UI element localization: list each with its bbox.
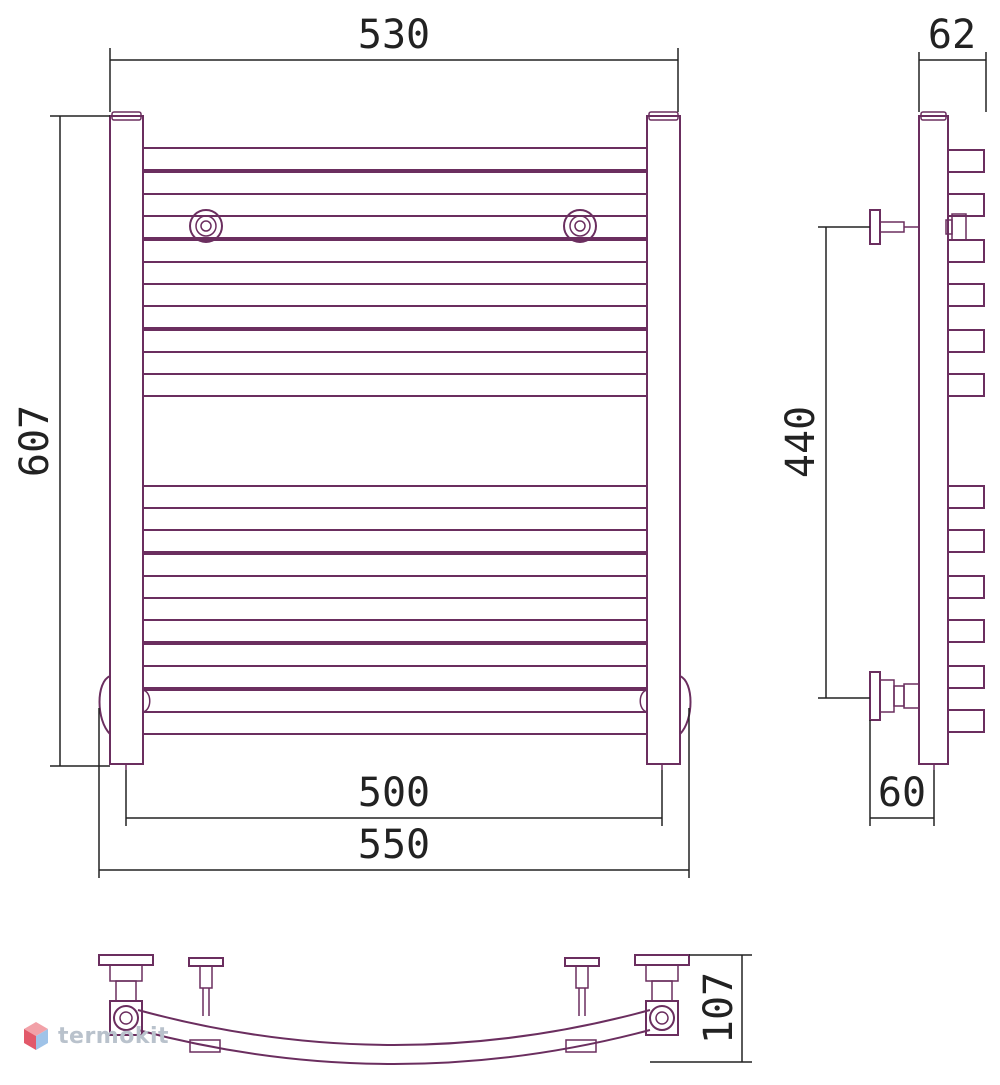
top-bracket-right xyxy=(564,957,600,1053)
side-rung-end-8 xyxy=(947,529,985,553)
rung-1 xyxy=(142,147,648,171)
top-curved-body xyxy=(137,1009,651,1046)
rung-4 xyxy=(142,215,648,239)
dim-62-label: 62 xyxy=(928,12,976,58)
rung-15 xyxy=(142,553,648,577)
rung-18 xyxy=(142,619,648,643)
rung-13 xyxy=(142,507,648,531)
side-collector xyxy=(918,115,949,765)
top-fitting-right xyxy=(634,954,690,1036)
side-rung-end-3 xyxy=(947,239,985,263)
rung-20 xyxy=(142,665,648,689)
rung-7 xyxy=(142,283,648,307)
rung-2 xyxy=(142,171,648,195)
rung-17 xyxy=(142,597,648,621)
left-collector xyxy=(109,115,144,765)
side-rung-end-7 xyxy=(947,485,985,509)
rung-19 xyxy=(142,643,648,667)
side-rung-end-2 xyxy=(947,193,985,217)
dim-500-label: 500 xyxy=(358,770,430,816)
rung-8 xyxy=(142,305,648,329)
dim-107-label: 107 xyxy=(696,972,742,1044)
left-outlet-bend xyxy=(98,675,111,735)
side-dimensions: 62 440 60 xyxy=(778,12,987,826)
dim-550-label: 550 xyxy=(358,822,430,868)
wall-bracket-right xyxy=(563,209,597,243)
rung-9 xyxy=(142,329,648,353)
front-dimensions: 530 607 500 550 xyxy=(12,12,690,878)
side-rung-end-5 xyxy=(947,329,985,353)
top-fitting-left xyxy=(98,954,154,1036)
side-fitting-lower xyxy=(869,671,920,721)
wall-bracket-left xyxy=(189,209,223,243)
side-rung-end-11 xyxy=(947,665,985,689)
rung-12 xyxy=(142,485,648,509)
rungs xyxy=(142,147,648,735)
rung-21 xyxy=(142,689,648,713)
front-view xyxy=(98,111,692,770)
rung-22 xyxy=(142,711,648,735)
right-cap xyxy=(648,111,679,121)
side-rung-end-6 xyxy=(947,373,985,397)
rung-10 xyxy=(142,351,648,375)
rung-16 xyxy=(142,575,648,599)
dim-440-label: 440 xyxy=(778,406,824,478)
dim-607-label: 607 xyxy=(12,405,58,477)
watermark-logo: termokit xyxy=(22,1020,169,1052)
right-collector xyxy=(646,115,681,765)
rung-5 xyxy=(142,239,648,263)
dim-530-label: 530 xyxy=(358,12,430,58)
top-view xyxy=(98,954,690,1065)
rung-6 xyxy=(142,261,648,285)
top-dimensions: 107 xyxy=(650,954,752,1063)
rung-14 xyxy=(142,529,648,553)
side-rung-end-4 xyxy=(947,283,985,307)
side-rung-end-10 xyxy=(947,619,985,643)
side-rung-end-1 xyxy=(947,149,985,173)
left-cap xyxy=(111,111,142,121)
brand-cube-icon xyxy=(24,1022,48,1050)
dim-60-label: 60 xyxy=(878,770,926,816)
top-bracket-left xyxy=(188,957,224,1053)
side-view xyxy=(869,111,985,770)
right-outlet-bend xyxy=(679,675,692,735)
side-rung-end-9 xyxy=(947,575,985,599)
rung-11 xyxy=(142,373,648,397)
watermark-text: termokit xyxy=(58,1023,170,1049)
side-rung-end-12 xyxy=(947,709,985,733)
